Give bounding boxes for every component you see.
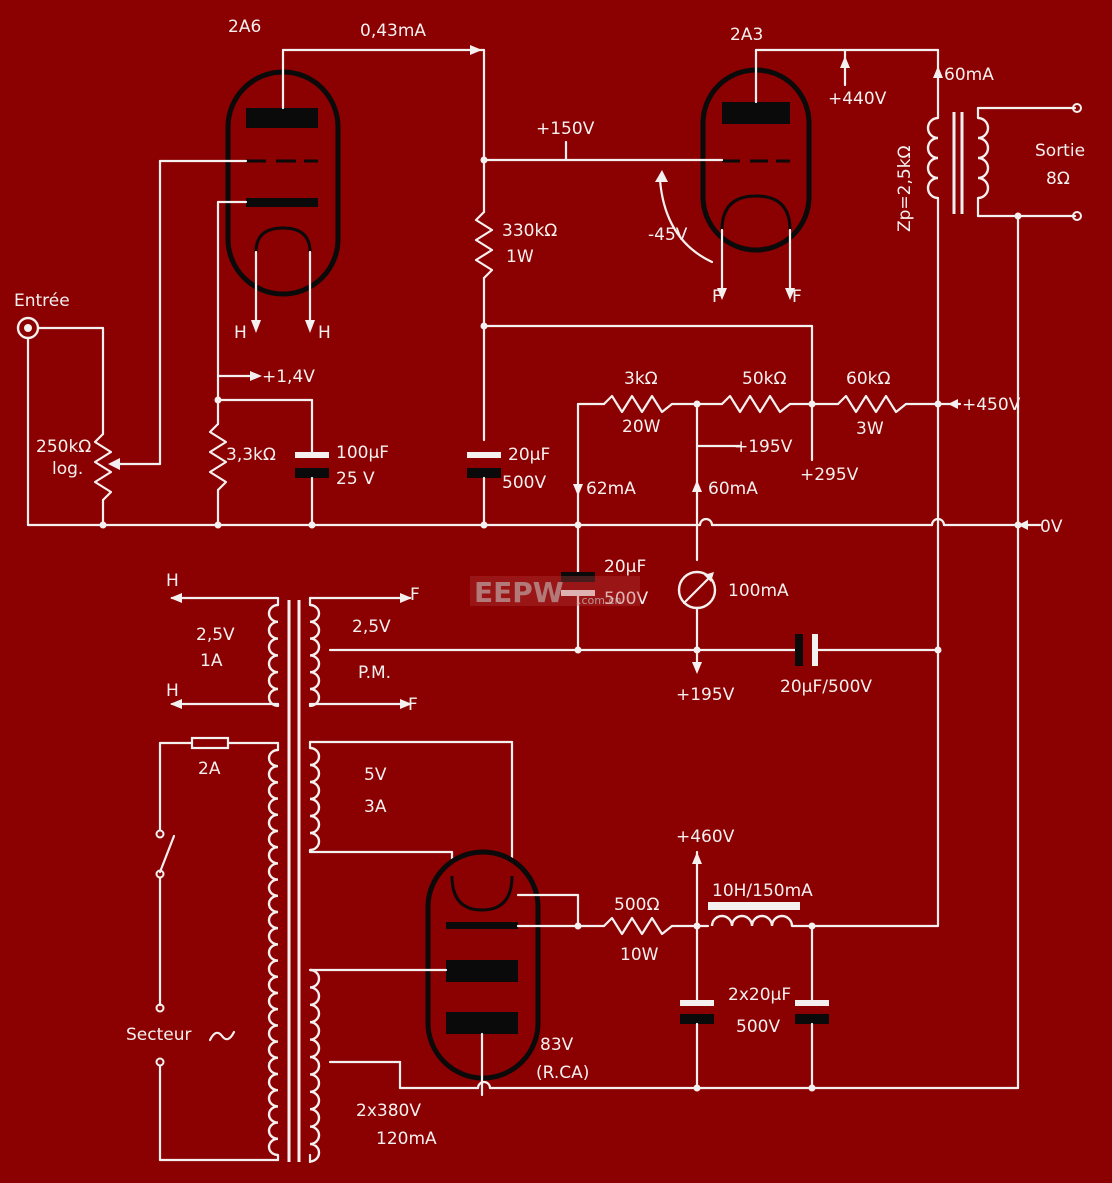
label-0v: 0V — [1040, 517, 1063, 537]
label-r330-w: 1W — [506, 247, 534, 267]
label-r330: 330kΩ — [502, 221, 557, 241]
label-heater-f2: F — [408, 695, 418, 715]
ac-symbol-icon — [208, 1030, 236, 1042]
label-c2x20: 2x20μF — [728, 985, 791, 1005]
label-r3k: 3kΩ — [624, 369, 658, 389]
label-heater-f1: F — [410, 585, 420, 605]
label-c20c: 20μF/500V — [780, 677, 872, 697]
label-v460: +460V — [676, 827, 735, 847]
label-83v-note: (R.CA) — [536, 1063, 589, 1083]
input-jack — [16, 316, 40, 340]
watermark: EEPW .com.cn — [470, 576, 640, 609]
label-w380-a: 120mA — [376, 1129, 437, 1149]
label-w5: 5V — [364, 765, 387, 785]
label-sortie: Sortie — [1035, 141, 1085, 161]
label-r33: 3,3kΩ — [226, 445, 276, 465]
label-c20a-v: 500V — [502, 473, 546, 493]
label-r60k-w: 3W — [856, 419, 884, 439]
label-f1: F — [712, 287, 722, 307]
power-transformer — [267, 600, 321, 1163]
label-f2: F — [792, 287, 802, 307]
ammeter — [677, 570, 717, 610]
label-r500: 500Ω — [614, 895, 659, 915]
label-pm: P.M. — [358, 663, 391, 683]
label-c2x20-v: 500V — [736, 1017, 780, 1037]
label-c20a: 20μF — [508, 445, 550, 465]
label-v440: +440V — [828, 89, 887, 109]
label-heater-h1: H — [166, 571, 179, 591]
label-zp: Zp=2,5kΩ — [895, 145, 915, 232]
choke — [708, 902, 800, 927]
label-r50k: 50kΩ — [742, 369, 786, 389]
label-v295: +295V — [800, 465, 859, 485]
label-r500-w: 10W — [620, 945, 659, 965]
label-c100: 100μF — [336, 443, 389, 463]
label-secteur: Secteur — [126, 1025, 192, 1045]
label-w25-right: 2,5V — [352, 617, 391, 637]
label-c20b-v: 500V — [604, 589, 648, 609]
label-r60k: 60kΩ — [846, 369, 890, 389]
label-c100-v: 25 V — [336, 469, 375, 489]
label-w25-left: 2,5V — [196, 625, 235, 645]
label-r3k-w: 20W — [622, 417, 661, 437]
tube-2a3 — [700, 67, 812, 253]
label-sortie-ohm: 8Ω — [1046, 169, 1070, 189]
label-v195b: +195V — [676, 685, 735, 705]
label-2a3: 2A3 — [730, 25, 763, 45]
watermark-brand: EEPW — [474, 576, 564, 609]
label-v150: +150V — [536, 119, 595, 139]
label-entree: Entrée — [14, 291, 70, 311]
label-choke: 10H/150mA — [712, 881, 813, 901]
label-fuse: 2A — [198, 759, 221, 779]
label-v450: +450V — [962, 395, 1021, 415]
label-pot: 250kΩ — [36, 437, 91, 457]
label-meter: 100mA — [728, 581, 789, 601]
label-h1: H — [234, 323, 247, 343]
label-w25-left-a: 1A — [200, 651, 223, 671]
label-w380: 2x380V — [356, 1101, 421, 1121]
label-v195a: +195V — [734, 437, 793, 457]
output-transformer — [926, 112, 990, 214]
label-i60: 60mA — [708, 479, 758, 499]
label-heater-h2: H — [166, 681, 179, 701]
label-c20b: 20μF — [604, 557, 646, 577]
watermark-domain: .com.cn — [578, 594, 622, 607]
label-i62: 62mA — [586, 479, 636, 499]
label-w5-a: 3A — [364, 797, 387, 817]
label-2a6: 2A6 — [228, 17, 261, 37]
label-pot-log: log. — [52, 459, 83, 479]
label-60ma-top: 60mA — [944, 65, 994, 85]
label-current-043: 0,43mA — [360, 21, 426, 41]
label-83v: 83V — [540, 1035, 574, 1055]
label-neg45v: -45V — [648, 225, 688, 245]
label-h2: H — [318, 323, 331, 343]
label-v14: +1,4V — [262, 367, 315, 387]
